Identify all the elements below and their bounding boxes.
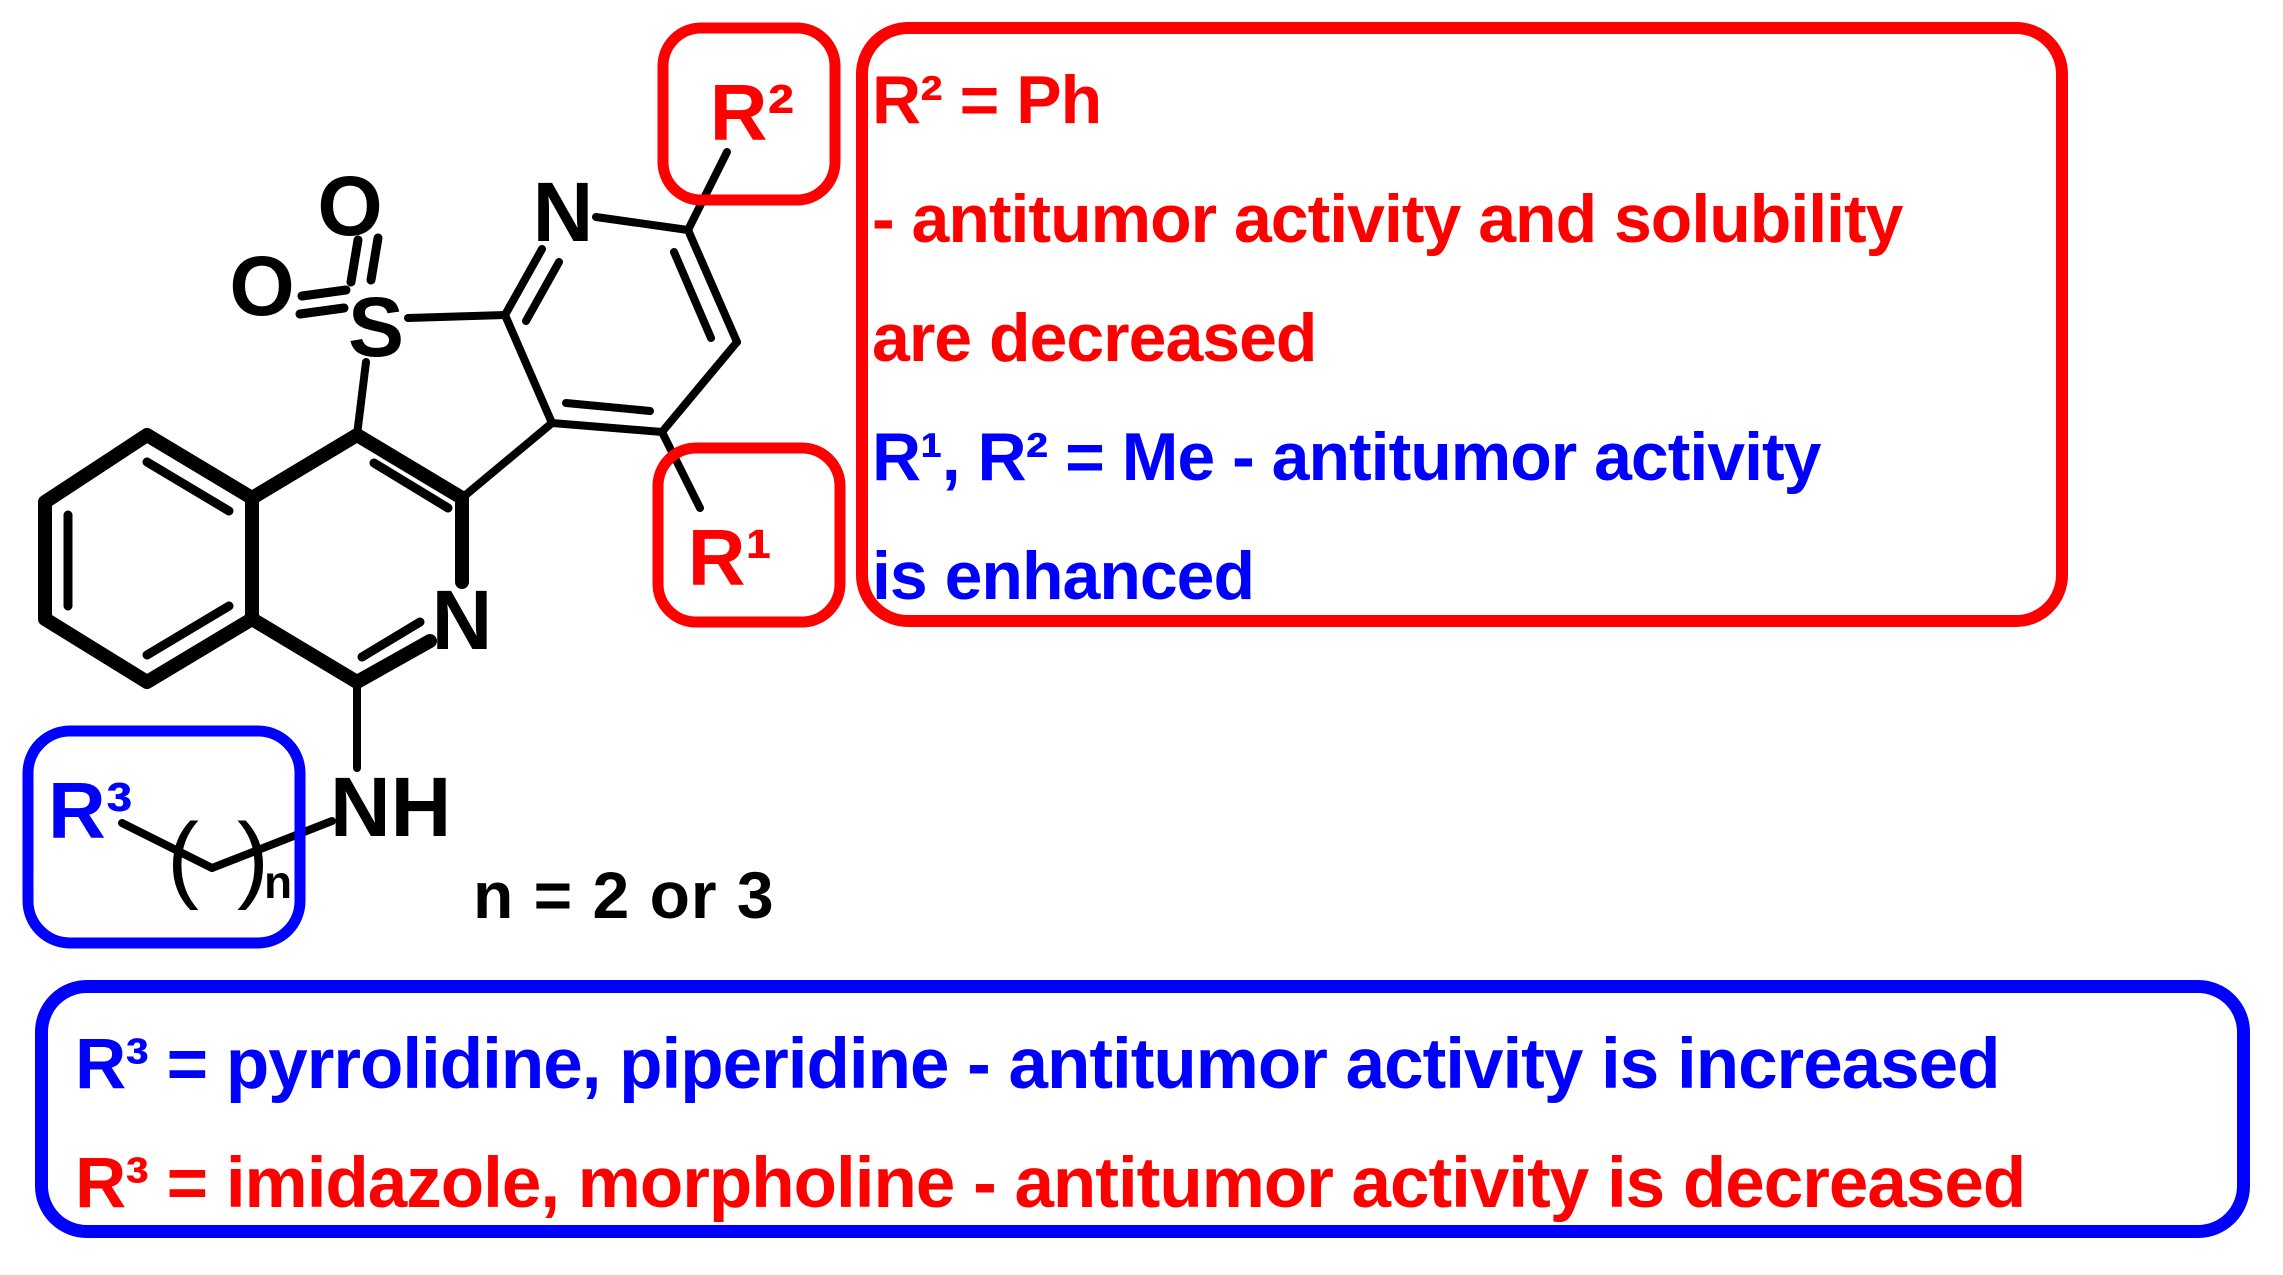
sulfur-label: S <box>348 280 404 374</box>
oxygen-top-label: O <box>317 159 382 253</box>
sar-line-r3-decreased: R³ = imidazole, morpholine - antitumor a… <box>75 1144 2026 1223</box>
n-value-note: n = 2 or 3 <box>473 858 775 932</box>
n-c5-double-inner <box>357 617 425 662</box>
r2-sar-note-lines: R² = Ph - antitumor activity and solubil… <box>872 41 1903 636</box>
r3-sar-note-box <box>35 980 2250 1238</box>
substituent-bonds <box>118 148 731 872</box>
nitrogen-ring-label: N <box>432 573 493 667</box>
c7a-n-bond <box>501 245 546 319</box>
thiophene-dioxide-ring <box>353 311 556 502</box>
sulfonyl-group <box>295 233 383 319</box>
benzene-double-bond-2 <box>142 601 234 660</box>
n-c5-bond <box>350 634 437 689</box>
chain-open-paren: ( <box>167 804 199 911</box>
c2-c3-bond <box>684 226 741 346</box>
chain-close-paren: ) <box>237 804 269 911</box>
r2-highlight-box <box>657 22 841 206</box>
c5-c-bond <box>245 612 364 689</box>
c3-c4-bond <box>658 338 741 436</box>
ring-double-bond-inner-top <box>369 458 453 513</box>
s-o-top-line-2 <box>366 233 383 285</box>
pyridine-ring-top <box>501 213 741 436</box>
sar-line-r1r2-enhanced: is enhanced <box>872 538 1255 614</box>
n-c2-bond <box>592 213 692 234</box>
nh-label: NH <box>330 760 451 854</box>
c2-r2-bond <box>684 148 731 234</box>
oxygen-left-label: O <box>229 239 294 333</box>
benzene-ring <box>38 428 259 689</box>
r3-label: R³ <box>48 766 132 855</box>
alkyl-chain <box>118 817 336 872</box>
r2-label: R² <box>710 68 794 157</box>
benzene-double-bond-1 <box>142 457 234 516</box>
s-o-left-line-2 <box>295 303 349 319</box>
sar-line-r3-increased: R³ = pyrrolidine, piperidine - antitumor… <box>75 1025 2001 1104</box>
c3a-c12b-bond <box>458 419 556 502</box>
nitrogen-top-label: N <box>533 165 594 259</box>
r3-sar-note-lines: R³ = pyrrolidine, piperidine - antitumor… <box>75 1005 2026 1243</box>
r3-highlight-box <box>22 725 306 949</box>
c4-c3a-double-inner <box>562 399 654 415</box>
c4-c3a-bond <box>548 419 666 436</box>
c4-r1-bond <box>658 428 704 512</box>
s-c12-bond <box>353 358 370 439</box>
r1-highlight-box <box>652 442 846 628</box>
c7a-c3a-bond <box>501 311 556 427</box>
sar-line-r2-decreased: are decreased <box>872 300 1317 376</box>
chain-subscript-n: n <box>264 856 292 908</box>
ring-top-edges <box>245 428 469 505</box>
c2-c3-double-inner <box>670 248 715 342</box>
r1-label: R¹ <box>688 513 772 602</box>
sar-line-r2-ph: R² = Ph <box>872 62 1102 138</box>
benzene-outline <box>38 428 259 689</box>
sar-line-r1r2-me: R¹, R² = Me - antitumor activity <box>872 419 1821 495</box>
s-c7a-bond <box>404 311 509 322</box>
r2-sar-note-box <box>856 22 2068 627</box>
sar-line-r2-effect: - antitumor activity and solubility <box>872 181 1903 257</box>
s-o-left-line-1 <box>297 285 351 301</box>
c7a-n-double-inner <box>522 258 563 325</box>
s-o-top-line-1 <box>346 235 363 287</box>
isoquinoline-ring <box>245 428 469 689</box>
